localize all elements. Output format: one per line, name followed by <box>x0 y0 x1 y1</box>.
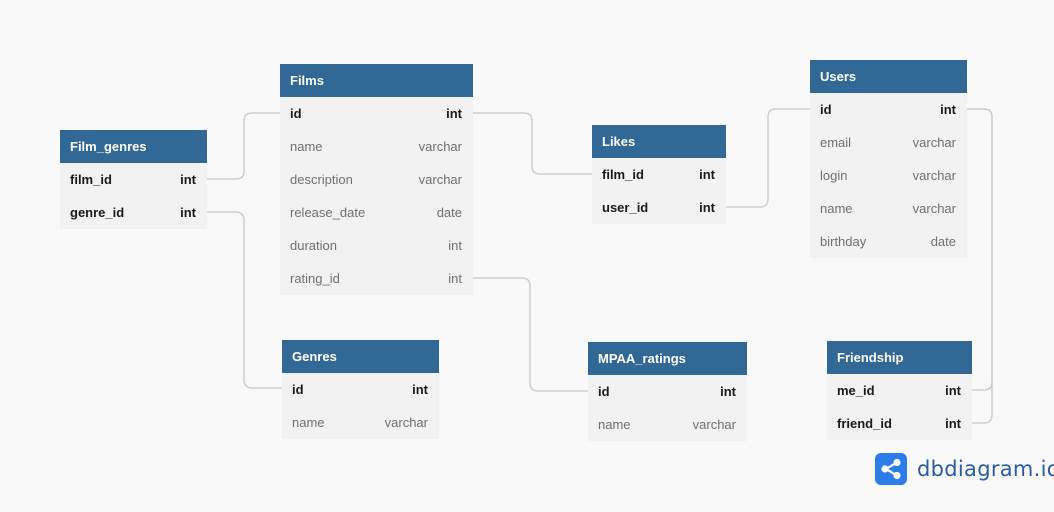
field-row-friendship-friend-id[interactable]: friend_id int <box>827 407 972 440</box>
field-row-likes-user-id[interactable]: user_id int <box>592 191 726 224</box>
field-name: release_date <box>290 205 366 220</box>
field-type: varchar <box>384 415 428 430</box>
field-type: varchar <box>912 168 956 183</box>
field-name: friend_id <box>837 416 892 431</box>
field-row-mpaa-id[interactable]: id int <box>588 375 747 408</box>
field-name: rating_id <box>290 271 340 286</box>
field-type: int <box>699 200 715 215</box>
field-name: id <box>292 382 304 397</box>
field-row-films-id[interactable]: id int <box>280 97 473 130</box>
table-films[interactable]: Films id int name varchar description varch… <box>280 64 473 295</box>
field-name: login <box>820 168 848 183</box>
link-mpaa-films[interactable] <box>473 277 588 392</box>
field-name: birthday <box>820 234 867 249</box>
field-name: name <box>598 417 631 432</box>
field-name: name <box>290 139 323 154</box>
field-type: varchar <box>912 135 956 150</box>
table-genres[interactable]: Genres id int name varchar <box>282 340 439 439</box>
field-name: me_id <box>837 383 875 398</box>
field-row-users-email[interactable]: email varchar <box>810 126 967 159</box>
field-type: varchar <box>692 417 736 432</box>
field-type: int <box>448 271 462 286</box>
field-row-friendship-me-id[interactable]: me_id int <box>827 374 972 407</box>
field-row-films-duration[interactable]: duration int <box>280 229 473 262</box>
field-type: int <box>699 167 715 182</box>
table-users[interactable]: Users id int email varchar login varchar na… <box>810 60 967 258</box>
table-mpaa-ratings[interactable]: MPAA_ratings id int name varchar <box>588 342 747 441</box>
field-type: date <box>930 234 956 249</box>
field-type: varchar <box>912 201 956 216</box>
logo-text: dbdiagram.io <box>917 457 1054 481</box>
link-film-genres-genres[interactable] <box>207 211 282 389</box>
share-icon <box>875 453 907 485</box>
field-row-likes-film-id[interactable]: film_id int <box>592 158 726 191</box>
link-film-genres-films[interactable] <box>207 112 280 180</box>
field-name: name <box>820 201 853 216</box>
field-row-genres-name[interactable]: name varchar <box>282 406 439 439</box>
field-name: description <box>290 172 353 187</box>
field-name: genre_id <box>70 205 125 220</box>
table-header-mpaa-ratings[interactable]: MPAA_ratings <box>588 342 747 375</box>
field-row-films-description[interactable]: description varchar <box>280 163 473 196</box>
field-type: int <box>945 383 961 398</box>
field-row-films-rating-id[interactable]: rating_id int <box>280 262 473 295</box>
field-row-film-genres-genre-id[interactable]: genre_id int <box>60 196 207 229</box>
field-type: int <box>180 172 196 187</box>
field-row-users-id[interactable]: id int <box>810 93 967 126</box>
field-type: int <box>448 238 462 253</box>
field-row-users-login[interactable]: login varchar <box>810 159 967 192</box>
table-header-genres[interactable]: Genres <box>282 340 439 373</box>
link-likes-users[interactable] <box>726 108 810 208</box>
field-name: id <box>820 102 832 117</box>
field-row-genres-id[interactable]: id int <box>282 373 439 406</box>
field-type: int <box>412 382 428 397</box>
field-row-films-release-date[interactable]: release_date date <box>280 196 473 229</box>
field-name: name <box>292 415 325 430</box>
field-type: int <box>945 416 961 431</box>
field-name: film_id <box>70 172 112 187</box>
table-header-film-genres[interactable]: Film_genres <box>60 130 207 163</box>
link-likes-films[interactable] <box>473 112 592 175</box>
field-name: film_id <box>602 167 644 182</box>
field-type: varchar <box>418 172 462 187</box>
table-header-friendship[interactable]: Friendship <box>827 341 972 374</box>
field-type: int <box>446 106 462 121</box>
field-name: id <box>598 384 610 399</box>
field-row-users-name[interactable]: name varchar <box>810 192 967 225</box>
field-row-film-genres-film-id[interactable]: film_id int <box>60 163 207 196</box>
field-row-films-name[interactable]: name varchar <box>280 130 473 163</box>
field-name: duration <box>290 238 337 253</box>
field-type: int <box>180 205 196 220</box>
table-header-users[interactable]: Users <box>810 60 967 93</box>
field-name: email <box>820 135 852 150</box>
dbdiagram-logo[interactable]: dbdiagram.io <box>875 453 1054 485</box>
field-type: int <box>940 102 956 117</box>
field-row-mpaa-name[interactable]: name varchar <box>588 408 747 441</box>
table-header-films[interactable]: Films <box>280 64 473 97</box>
field-type: int <box>720 384 736 399</box>
field-row-users-birthday[interactable]: birthday date <box>810 225 967 258</box>
field-name: user_id <box>602 200 649 215</box>
field-name: id <box>290 106 302 121</box>
table-header-likes[interactable]: Likes <box>592 125 726 158</box>
field-type: varchar <box>418 139 462 154</box>
field-type: date <box>436 205 462 220</box>
